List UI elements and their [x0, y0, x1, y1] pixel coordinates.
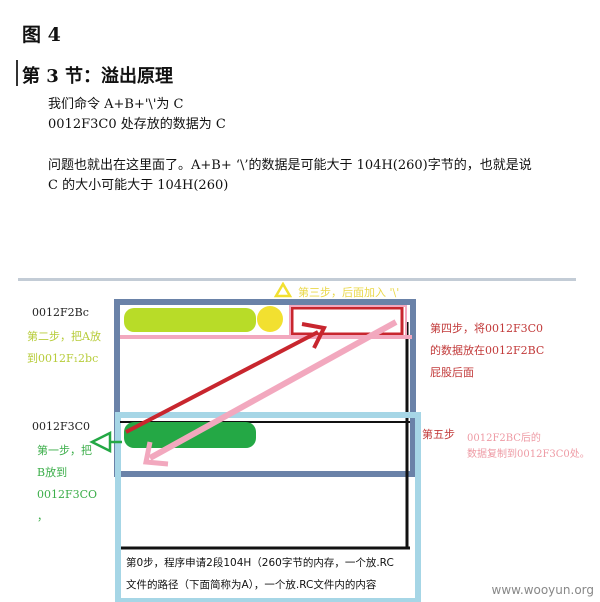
step3-arrow-icon — [273, 282, 293, 298]
step5-arrow-head — [143, 441, 169, 467]
step4-line-3: 屁股后面 — [430, 366, 474, 379]
overflow-diagram — [89, 282, 421, 602]
paragraph-line-4: C 的大小可能大于 104H(260) — [48, 178, 229, 193]
destination-box — [290, 306, 404, 336]
step2-line-2: 到0012F₁2bc — [27, 352, 99, 365]
paragraph-line-3: 问题也就出在这里面了。A+B+ ‘\’的数据是可能大于 104H(260)字节的… — [48, 158, 532, 173]
step5-note-line-2: 数据复制到0012F3C0处。 — [467, 449, 590, 460]
step1-label: 第一步，把 B放到 0012F3CO ， — [37, 440, 97, 528]
block-a — [124, 308, 256, 332]
step0-line-2: 文件的路径（下面简称为A），一个放.RC文件内的内容 — [126, 579, 377, 591]
step2-label: 第二步，把A放 到0012F₁2bc — [27, 326, 101, 370]
section-title: 第 3 节：溢出原理 — [22, 66, 174, 87]
upper-buffer-frame — [114, 299, 416, 477]
diagram-top-divider — [18, 278, 576, 281]
step2-line-1: 第二步，把A放 — [27, 330, 101, 343]
lower-buffer-frame — [115, 412, 421, 602]
figure-label: 图 4 — [22, 24, 61, 46]
step1-line-4: ， — [37, 510, 48, 523]
step0-line-1: 第0步，程序申请2段104H（260字节的内存，一个放.RC — [126, 557, 394, 569]
step4-line-1: 第四步，将0012F3C0 — [430, 322, 544, 335]
step4-arrow-shaft — [125, 330, 319, 434]
step5-label: 第五步 — [422, 428, 455, 441]
address-top-label: 0012F2Bc — [32, 306, 89, 319]
step1-line-1: 第一步，把 — [37, 444, 92, 457]
step5-note-line-1: 0012F2BC后的 — [467, 433, 541, 444]
watermark: www.wooyun.org — [491, 583, 594, 597]
step4-label: 第四步，将0012F3C0 的数据放在0012F2BC 屁股后面 — [430, 318, 544, 384]
step4-arrow-head — [301, 322, 327, 349]
step1-line-2: B放到 — [37, 466, 68, 479]
paragraph-line-1: 我们命令 A+B+'\'为 C — [48, 97, 184, 112]
step5-arrow-shaft — [148, 319, 398, 461]
step4-line-2: 的数据放在0012F2BC — [430, 344, 545, 357]
paragraph-line-2: 0012F3C0 处存放的数据为 C — [48, 117, 226, 132]
backslash-marker — [257, 306, 283, 332]
step0-label: 第0步，程序申请2段104H（260字节的内存，一个放.RC 文件的路径（下面简… — [126, 552, 394, 596]
address-bottom-label: 0012F3C0 — [32, 420, 91, 433]
step5-note: 0012F2BC后的 数据复制到0012F3C0处。 — [467, 431, 590, 463]
pink-copy-box — [289, 305, 407, 337]
step3-label: 第三步，后面加入 '\' — [298, 286, 400, 299]
step1-line-3: 0012F3CO — [37, 488, 98, 501]
section-marker-bar — [16, 60, 18, 86]
